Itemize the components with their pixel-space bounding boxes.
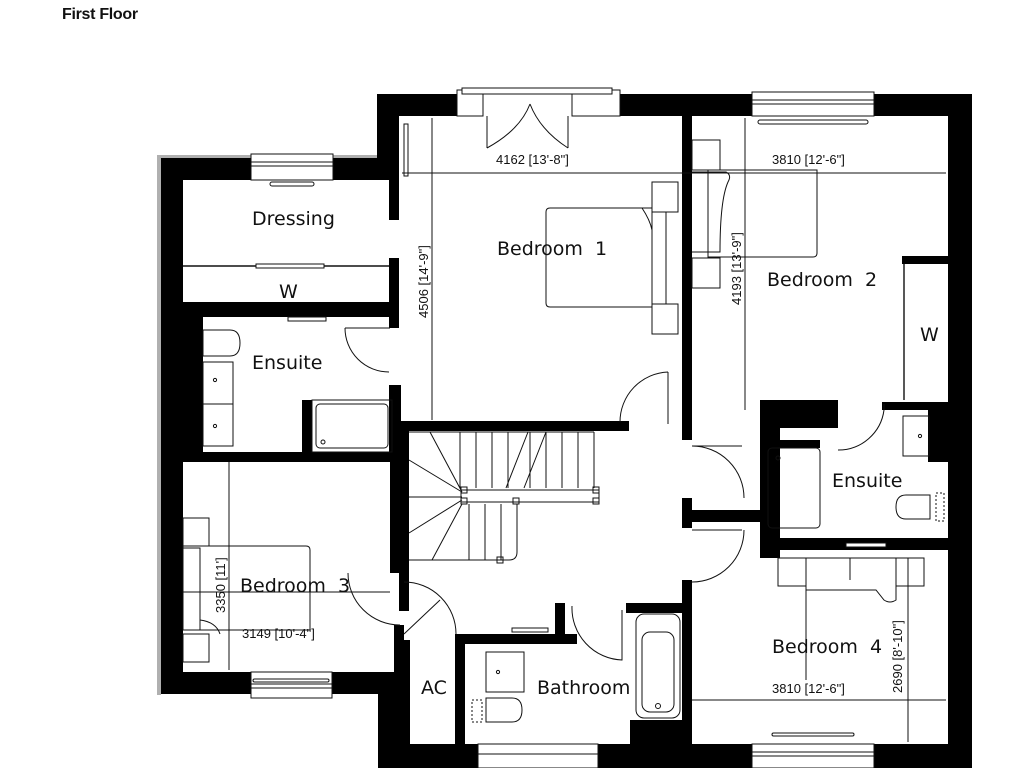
doors	[344, 103, 885, 661]
room-label-ensuite-1: Ensuite	[252, 352, 322, 374]
room-label-dressing: Dressing	[252, 208, 335, 230]
room-label-airing-cupboard: AC	[421, 677, 447, 699]
floor-title: First Floor	[62, 6, 138, 23]
room-label-bedroom-1: Bedroom 1	[497, 238, 607, 260]
room-label-bedroom-2: Bedroom 2	[767, 269, 877, 291]
dim-bedroom-3-width: 3149 [10'-4"]	[242, 626, 315, 641]
outer-edge	[157, 155, 161, 695]
furniture	[182, 123, 945, 723]
room-label-bedroom-3: Bedroom 3	[240, 575, 350, 597]
room-label-bathroom: Bathroom	[537, 677, 630, 699]
windows	[250, 87, 875, 768]
room-label-dressing-wardrobe: W	[279, 281, 298, 303]
room-label-bedroom-2-wardrobe: W	[920, 324, 939, 346]
internal-walls	[183, 116, 948, 768]
dim-bedroom-2-width: 3810 [12'-6"]	[772, 152, 845, 167]
dimension-lines	[183, 118, 946, 742]
room-label-ensuite-2: Ensuite	[832, 470, 902, 492]
dim-bedroom-1-width: 4162 [13'-8"]	[496, 152, 569, 167]
room-label-bedroom-4: Bedroom 4	[772, 636, 882, 658]
dim-bedroom-1-length: 4506 [14'-9"]	[416, 245, 431, 318]
dim-bedroom-3-length: 3350 [11']	[213, 557, 228, 613]
dim-bedroom-4-length: 2690 [8'-10"]	[890, 620, 905, 693]
dim-bedroom-4-width: 3810 [12'-6"]	[772, 681, 845, 696]
outer-walls	[161, 94, 972, 768]
staircase	[408, 431, 600, 564]
dim-bedroom-2-length: 4193 [13'-9"]	[729, 232, 744, 305]
